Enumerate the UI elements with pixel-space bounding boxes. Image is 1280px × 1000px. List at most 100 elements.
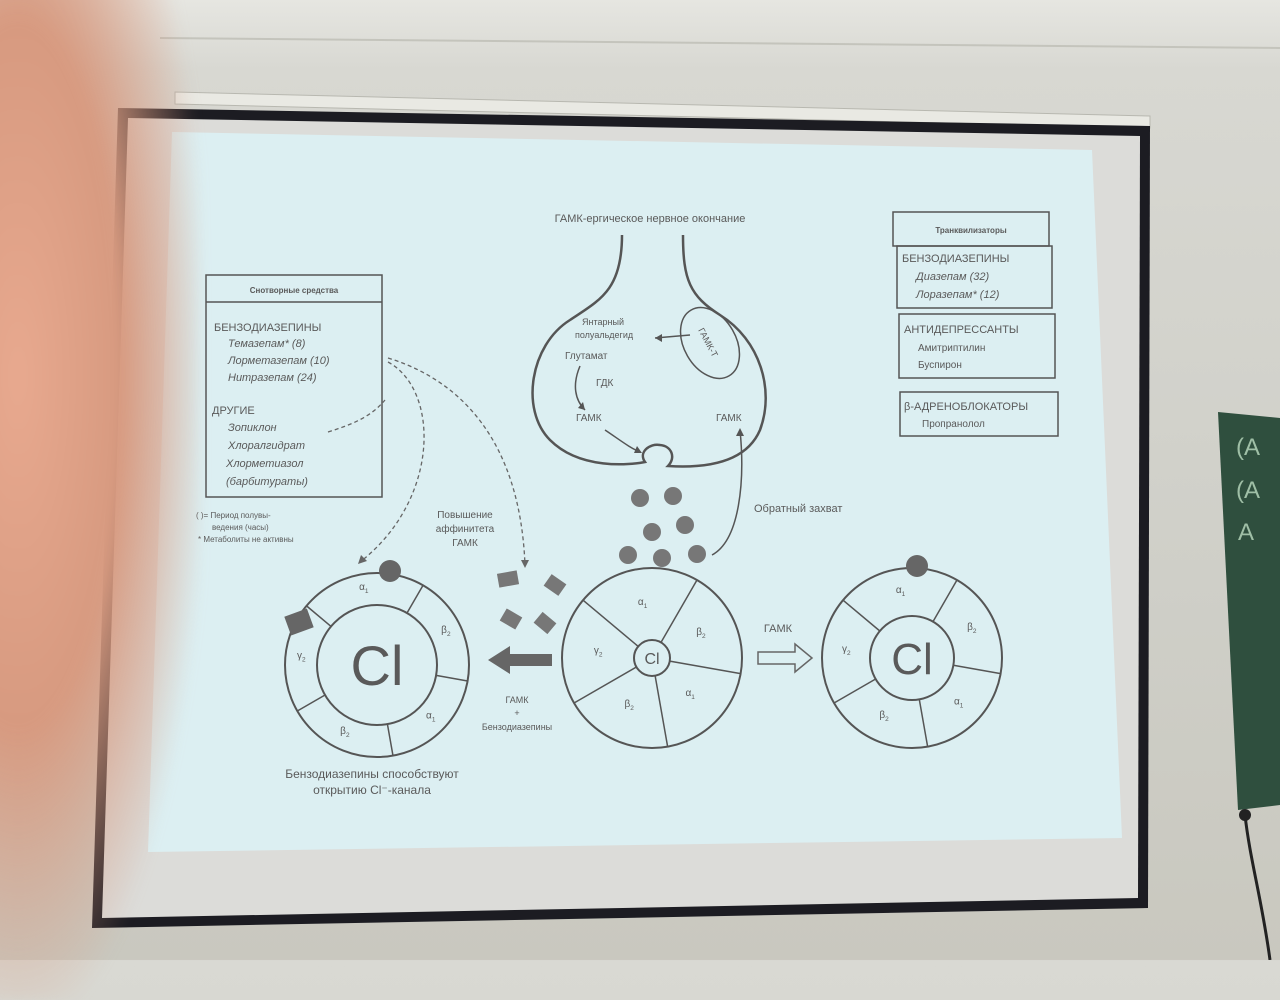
- subunit-label: β2: [696, 627, 706, 640]
- affinity-line-3: ГАМК: [452, 538, 478, 549]
- left-group2-item: (барбитураты): [226, 476, 308, 488]
- subunit-divider: [654, 675, 669, 747]
- gaba-left-label: ГАМК: [576, 413, 602, 424]
- succinic-label-2: полуальдегид: [575, 330, 634, 340]
- subunit-label: α1: [954, 697, 964, 710]
- right-box-section-1: [896, 245, 1053, 309]
- legend-line-1: ( )= Период полувы-: [196, 511, 271, 520]
- right-group2-title: АНТИДЕПРЕССАНТЫ: [904, 324, 1019, 336]
- right-group3-title: β-АДРЕНОБЛОКАТОРЫ: [904, 401, 1028, 413]
- screen-scene: (A (A A ГАМК-ергическое нервное окончани…: [92, 37, 1280, 960]
- ceiling: [0, 0, 1280, 70]
- left-group2-title: ДРУГИЕ: [212, 405, 255, 417]
- left-group1-item: Нитразепам (24): [228, 372, 317, 384]
- subunit-label: α1: [638, 597, 648, 610]
- gaba-molecule: [619, 546, 637, 564]
- succinic-label: Янтарный: [582, 317, 624, 327]
- bound-gaba-molecule: [906, 555, 928, 577]
- subunit-label: β2: [879, 710, 889, 723]
- glutamate-label: Глутамат: [565, 351, 608, 362]
- subunit-label: α1: [896, 585, 906, 598]
- subunit-divider: [953, 664, 1001, 675]
- affinity-line-2: аффинитета: [436, 523, 495, 535]
- subunit-label: β2: [624, 699, 634, 712]
- subunit-divider: [406, 584, 424, 614]
- arrowhead: [634, 446, 642, 453]
- gaba-molecule: [643, 523, 661, 541]
- left-box-header: Снотворные средства: [250, 286, 339, 295]
- right-group3-item: Пропранолол: [922, 419, 985, 430]
- diagram: ГАМК-ергическое нервное окончание Янтарн…: [196, 211, 1059, 797]
- channel-ring-center: [561, 567, 743, 749]
- arrowhead: [578, 402, 585, 410]
- gaba-right-label: ГАМК: [716, 413, 742, 424]
- legend-line-2: ведения (часы): [212, 523, 269, 532]
- dashed-arrow-to-channel: [359, 361, 425, 563]
- nerve-terminal-outline: [531, 234, 767, 468]
- reuptake-arrow: [711, 429, 743, 556]
- right-box-header: Транквилизаторы: [935, 226, 1006, 235]
- subunit-label: γ2: [297, 650, 306, 663]
- chloride-ion-label: Cl: [351, 634, 404, 697]
- gdk-label: ГДК: [596, 378, 614, 389]
- benzo-molecule: [496, 570, 520, 588]
- subunit-divider: [435, 674, 468, 682]
- channel-ring-left: [284, 572, 470, 758]
- channel-pore-center: [633, 639, 671, 677]
- dashed-link-others: [327, 399, 386, 433]
- benzo-molecule: [543, 574, 567, 596]
- power-cable: [1243, 814, 1272, 960]
- combo-line-2: +: [514, 708, 519, 718]
- subunit-label: β2: [967, 622, 977, 635]
- caption-line-1: Бензодиазепины способствуют: [285, 767, 459, 781]
- benzo-molecule: [533, 611, 557, 635]
- subunit-label: γ2: [594, 645, 603, 658]
- caption-line-2: открытию Cl⁻-канала: [313, 783, 431, 797]
- right-box-section-2: [898, 313, 1056, 379]
- right-group1-item: Диазепам (32): [914, 271, 990, 283]
- bound-benzo-molecule: [284, 608, 314, 636]
- subunit-divider: [842, 599, 881, 632]
- right-group1-item: Лоразепам* (12): [915, 289, 1000, 301]
- subunit-divider: [660, 579, 698, 643]
- arrow-to-left-channel: [488, 646, 552, 674]
- blurred-foreground-finger: [0, 0, 200, 1000]
- ceiling-grid-line: [159, 37, 1280, 49]
- subunit-label: β2: [340, 726, 350, 739]
- subunit-label: α1: [685, 688, 695, 701]
- affinity-line-1: Повышение: [437, 510, 493, 521]
- chloride-ion-label: Cl: [644, 651, 659, 668]
- left-group1-title: БЕНЗОДИАЗЕПИНЫ: [214, 322, 321, 334]
- reuptake-label: Обратный захват: [754, 503, 842, 515]
- arrowhead: [655, 334, 662, 342]
- subunit-divider: [573, 666, 637, 704]
- gaba-molecule: [676, 516, 694, 534]
- left-box-frame: [205, 274, 383, 498]
- right-box-section-3: [899, 391, 1059, 437]
- right-group1-title: БЕНЗОДИАЗЕПИНЫ: [902, 253, 1009, 265]
- gaba-molecule: [653, 549, 671, 567]
- arrowhead: [358, 555, 367, 564]
- right-drug-box: Транквилизаторы БЕНЗОДИАЗЕПИНЫ Диазепам …: [892, 211, 1059, 437]
- gaba-molecule: [664, 487, 682, 505]
- combo-line-3: Бензодиазепины: [482, 722, 552, 732]
- subunit-divider: [296, 694, 326, 712]
- gaba-molecule: [631, 489, 649, 507]
- blackboard-chalk: (A: [1236, 477, 1260, 504]
- left-group2-item: Зопиклон: [228, 422, 277, 434]
- subunit-divider: [833, 678, 877, 704]
- subunit-divider: [582, 599, 639, 648]
- subunit-divider: [386, 723, 394, 756]
- left-drug-box: Снотворные средства БЕНЗОДИАЗЕПИНЫ Темаз…: [205, 274, 383, 498]
- dashed-arrow-to-benzo: [387, 357, 526, 566]
- gaba-arrow-label: ГАМК: [764, 623, 793, 635]
- arrow-to-right-channel: [757, 642, 814, 674]
- left-group1-item: Лорметазепам (10): [227, 355, 330, 367]
- left-group2-item: Хлоралгидрат: [227, 440, 305, 452]
- subunit-label: γ2: [842, 644, 851, 657]
- subunit-divider: [669, 660, 741, 675]
- cable-plug: [1239, 809, 1251, 821]
- benzodiazepine-molecules: [496, 570, 567, 635]
